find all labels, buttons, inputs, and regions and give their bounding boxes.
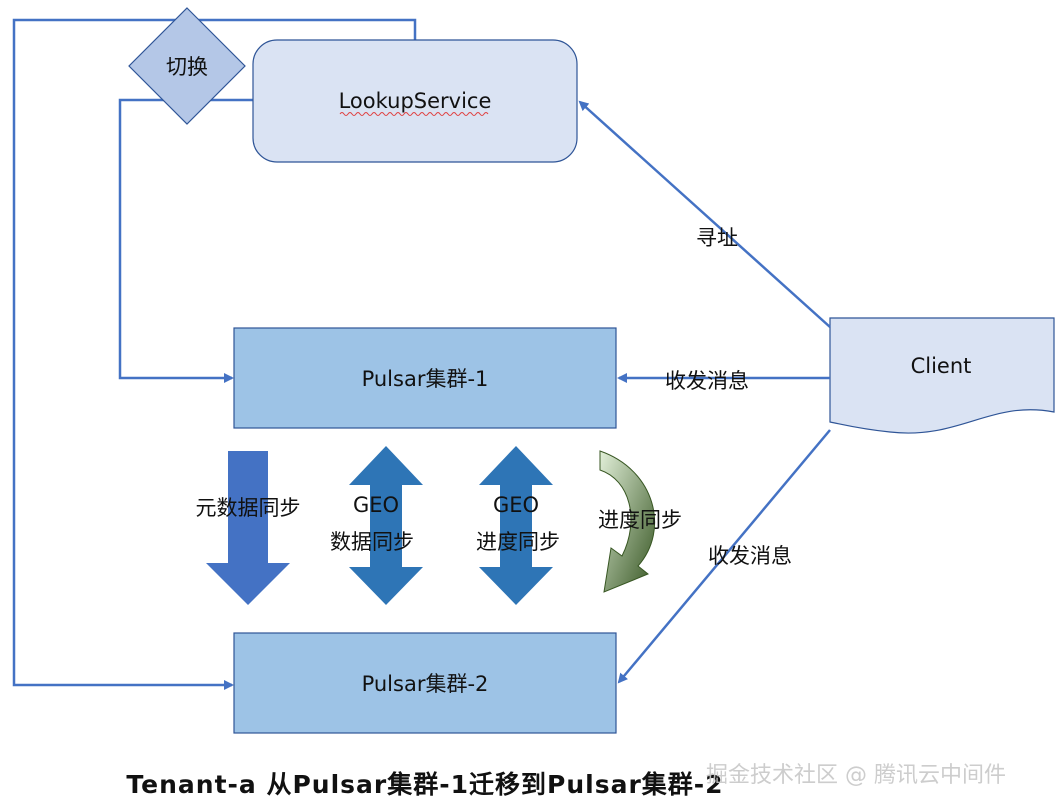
lookup-service-box <box>252 39 578 163</box>
geo-data-sync-arrow <box>349 446 423 605</box>
lookup-service-label: LookupService <box>339 89 492 113</box>
geo-data-sync-label-line1: GEO <box>353 493 399 517</box>
switch-diamond <box>128 7 246 125</box>
metadata-sync-label: 元数据同步 <box>196 496 301 520</box>
geo-data-sync-label-line2: 数据同步 <box>330 530 414 554</box>
geo-progress-sync-label-line2: 进度同步 <box>476 530 560 554</box>
watermark: 掘金技术社区 @ 腾讯云中间件 <box>706 763 1006 788</box>
geo-progress-sync-label-line1: GEO <box>493 493 539 517</box>
send-receive-label-2: 收发消息 <box>708 544 792 568</box>
client-to-lookup-arrow <box>578 100 831 328</box>
pulsar-cluster1-label: Pulsar集群-1 <box>362 367 489 391</box>
pulsar-cluster2-box <box>233 632 617 734</box>
geo-progress-sync-arrow <box>479 446 553 605</box>
client-box <box>829 317 1055 434</box>
switch-to-cluster2-line <box>12 18 417 690</box>
addressing-label: 寻址 <box>696 226 738 250</box>
diagram-caption: Tenant-a 从Pulsar集群-1迁移到Pulsar集群-2 <box>126 770 724 799</box>
progress-sync-curved-arrow <box>599 450 655 593</box>
lookup-to-cluster1-line <box>118 98 253 383</box>
client-to-cluster2-arrow <box>617 429 831 684</box>
client-label: Client <box>911 354 972 378</box>
pulsar-cluster2-label: Pulsar集群-2 <box>362 672 489 696</box>
metadata-sync-arrow <box>206 451 290 605</box>
send-receive-label-1: 收发消息 <box>665 369 749 393</box>
pulsar-cluster1-box <box>233 327 617 429</box>
spellcheck-underline <box>339 112 489 116</box>
progress-sync-label: 进度同步 <box>598 508 682 532</box>
switch-label: 切换 <box>166 55 208 79</box>
